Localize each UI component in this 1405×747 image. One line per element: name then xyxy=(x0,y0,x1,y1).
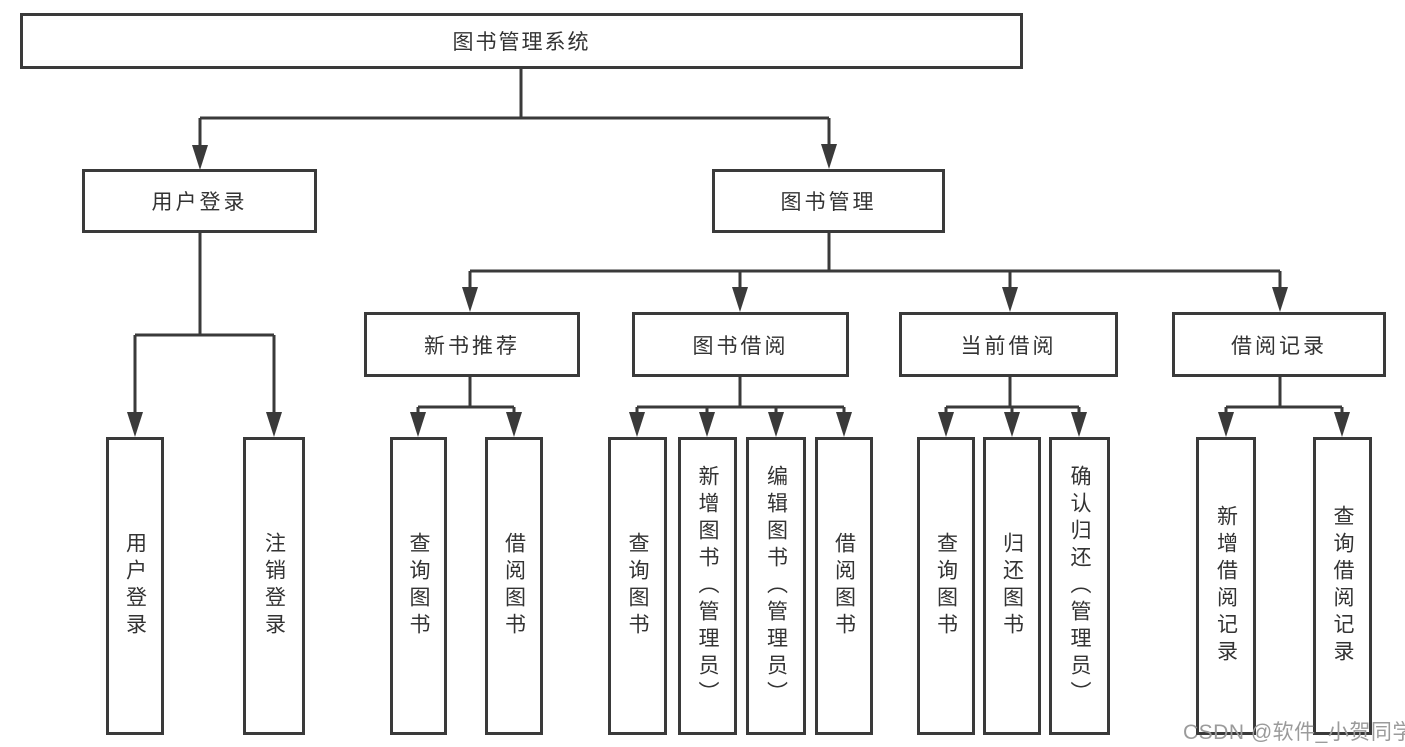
node-user-login: 用户登录 xyxy=(82,169,317,233)
leaf-borrow-book-1: 借阅图书 xyxy=(485,437,543,735)
csdn-watermark: CSDN @软件_小贺同学 xyxy=(1183,721,1405,744)
leaf-borrow-book-2-label: 借阅图书 xyxy=(832,532,856,640)
node-book-management-label: 图书管理 xyxy=(780,191,877,214)
edge-newbookrec-to-children xyxy=(410,377,522,437)
node-book-borrow-label: 图书借阅 xyxy=(692,334,789,358)
node-current-borrow-label: 当前借阅 xyxy=(960,334,1057,358)
leaf-query-borrow-record: 查询借阅记录 xyxy=(1313,437,1372,735)
node-new-book-recommend: 新书推荐 xyxy=(364,312,580,377)
leaf-user-login-label: 用户登录 xyxy=(123,532,147,640)
leaf-query-book-3: 查询图书 xyxy=(917,437,975,735)
node-root-system: 图书管理系统 xyxy=(20,13,1023,69)
edge-bookmgmt-to-level2 xyxy=(462,233,1288,312)
node-new-book-recommend-label: 新书推荐 xyxy=(424,334,520,358)
leaf-add-borrow-record-label: 新增借阅记录 xyxy=(1214,505,1238,667)
edge-currentborrow-to-children xyxy=(938,377,1087,437)
leaf-query-book-1: 查询图书 xyxy=(390,437,447,735)
leaf-add-book-admin-label: 新增图书（管理员） xyxy=(696,464,719,708)
leaf-return-book-label: 归还图书 xyxy=(1000,532,1024,640)
leaf-return-book: 归还图书 xyxy=(983,437,1041,735)
node-user-login-label: 用户登录 xyxy=(151,191,248,214)
leaf-borrow-book-2: 借阅图书 xyxy=(815,437,873,735)
node-current-borrow: 当前借阅 xyxy=(899,312,1118,377)
leaf-query-borrow-record-label: 查询借阅记录 xyxy=(1331,505,1354,667)
leaf-add-borrow-record: 新增借阅记录 xyxy=(1196,437,1256,735)
leaf-query-book-2-label: 查询图书 xyxy=(626,532,649,640)
leaf-edit-book-admin-label: 编辑图书（管理员） xyxy=(764,464,788,708)
leaf-logout-label: 注销登录 xyxy=(262,532,286,640)
leaf-add-book-admin: 新增图书（管理员） xyxy=(678,437,737,735)
edge-userlogin-to-children xyxy=(127,233,282,437)
node-book-borrow: 图书借阅 xyxy=(632,312,849,377)
leaf-query-book-1-label: 查询图书 xyxy=(407,532,430,640)
leaf-borrow-book-1-label: 借阅图书 xyxy=(502,532,526,640)
node-root-label: 图书管理系统 xyxy=(452,31,591,54)
leaf-query-book-3-label: 查询图书 xyxy=(934,532,958,640)
leaf-query-book-2: 查询图书 xyxy=(608,437,667,735)
leaf-confirm-return-admin: 确认归还（管理员） xyxy=(1049,437,1110,735)
node-borrow-record-label: 借阅记录 xyxy=(1231,334,1327,358)
edge-bookborrow-to-children xyxy=(629,377,852,437)
leaf-confirm-return-admin-label: 确认归还（管理员） xyxy=(1068,464,1091,708)
node-borrow-record: 借阅记录 xyxy=(1172,312,1386,377)
edge-root-to-level1 xyxy=(192,68,837,170)
leaf-logout: 注销登录 xyxy=(243,437,305,735)
edge-borrowrecord-to-children xyxy=(1218,377,1350,437)
leaf-edit-book-admin: 编辑图书（管理员） xyxy=(746,437,806,735)
node-book-management: 图书管理 xyxy=(712,169,945,233)
leaf-user-login: 用户登录 xyxy=(106,437,164,735)
